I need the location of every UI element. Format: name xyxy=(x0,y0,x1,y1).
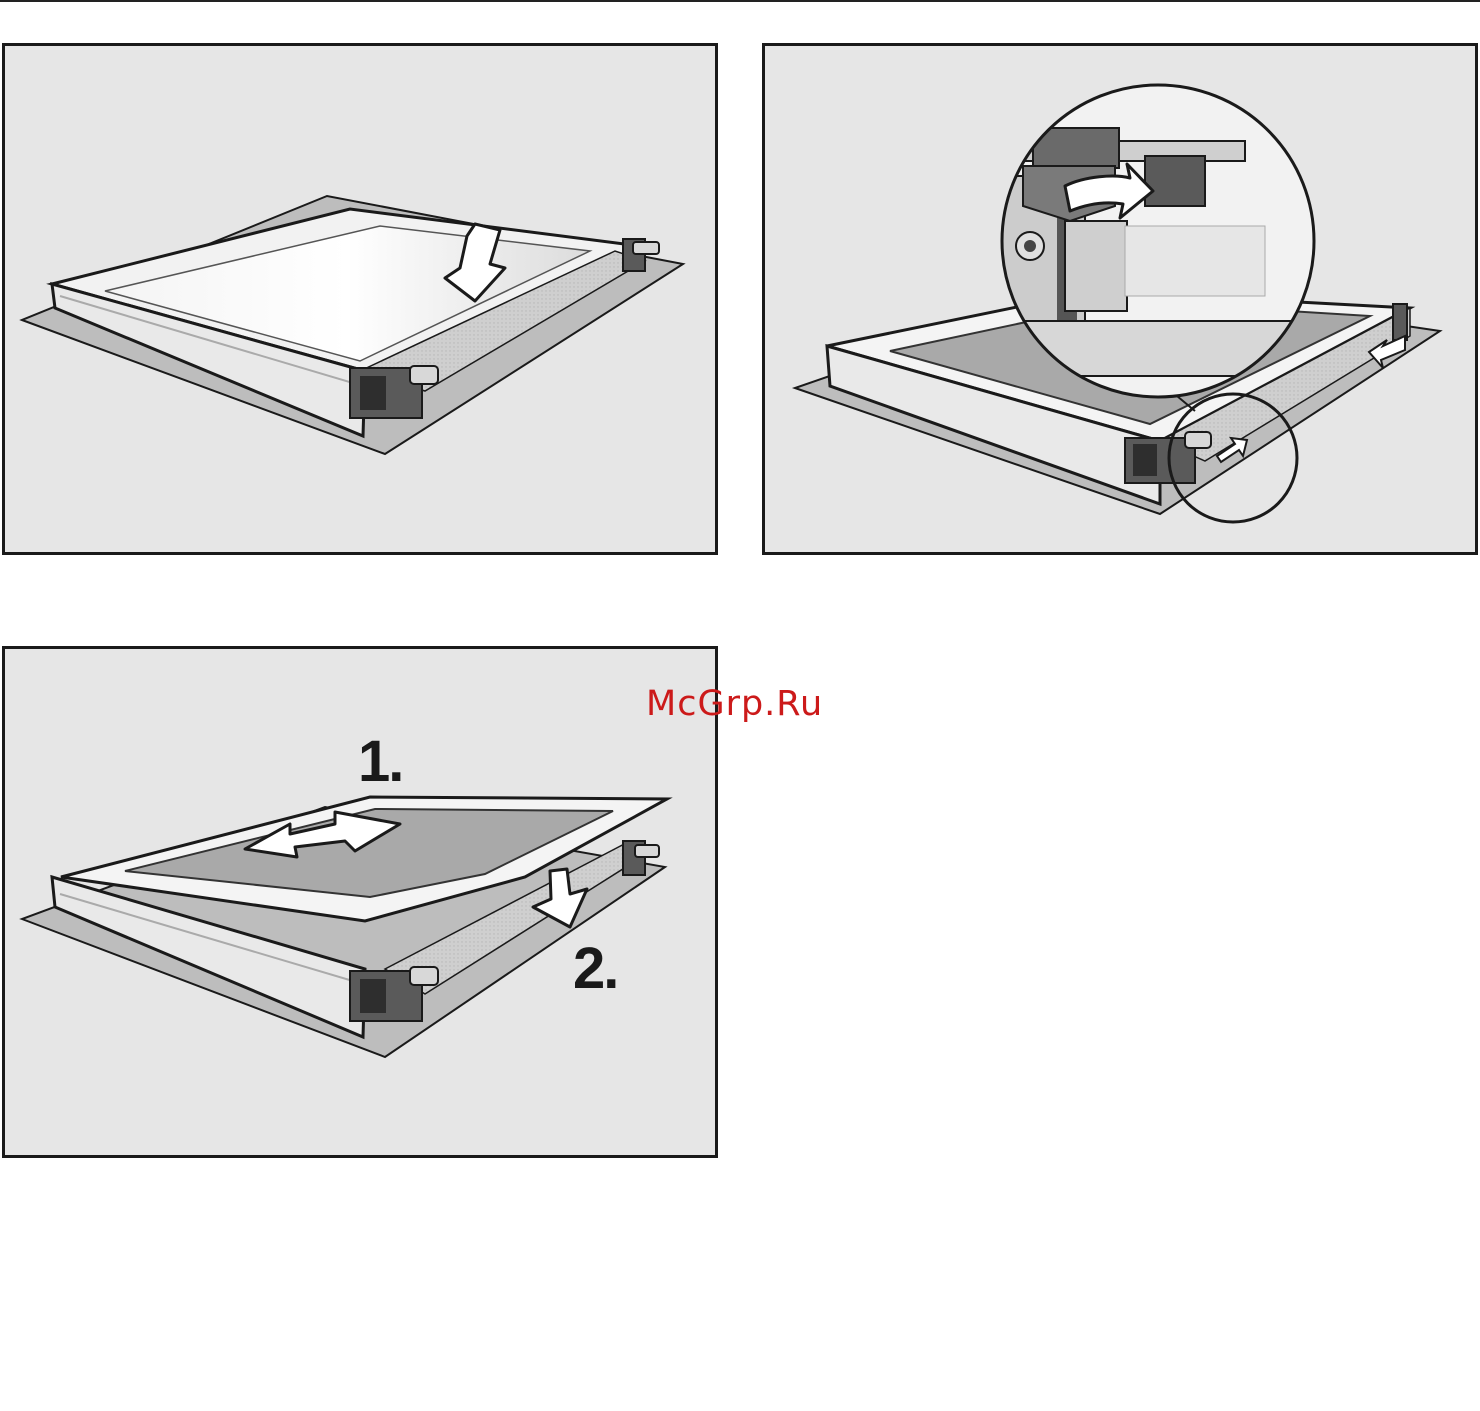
door-illustration-1 xyxy=(5,46,715,552)
figure-panel-2 xyxy=(762,43,1478,555)
door-illustration-2 xyxy=(765,46,1475,552)
watermark-text: McGrp.Ru xyxy=(646,684,823,724)
top-rule xyxy=(0,0,1480,2)
figure-panel-1 xyxy=(2,43,718,555)
step-label-1: 1. xyxy=(358,728,402,795)
step-label-2: 2. xyxy=(573,935,617,1002)
figure-panel-3: 1. 2. xyxy=(2,646,718,1158)
door-illustration-3 xyxy=(5,649,715,1155)
